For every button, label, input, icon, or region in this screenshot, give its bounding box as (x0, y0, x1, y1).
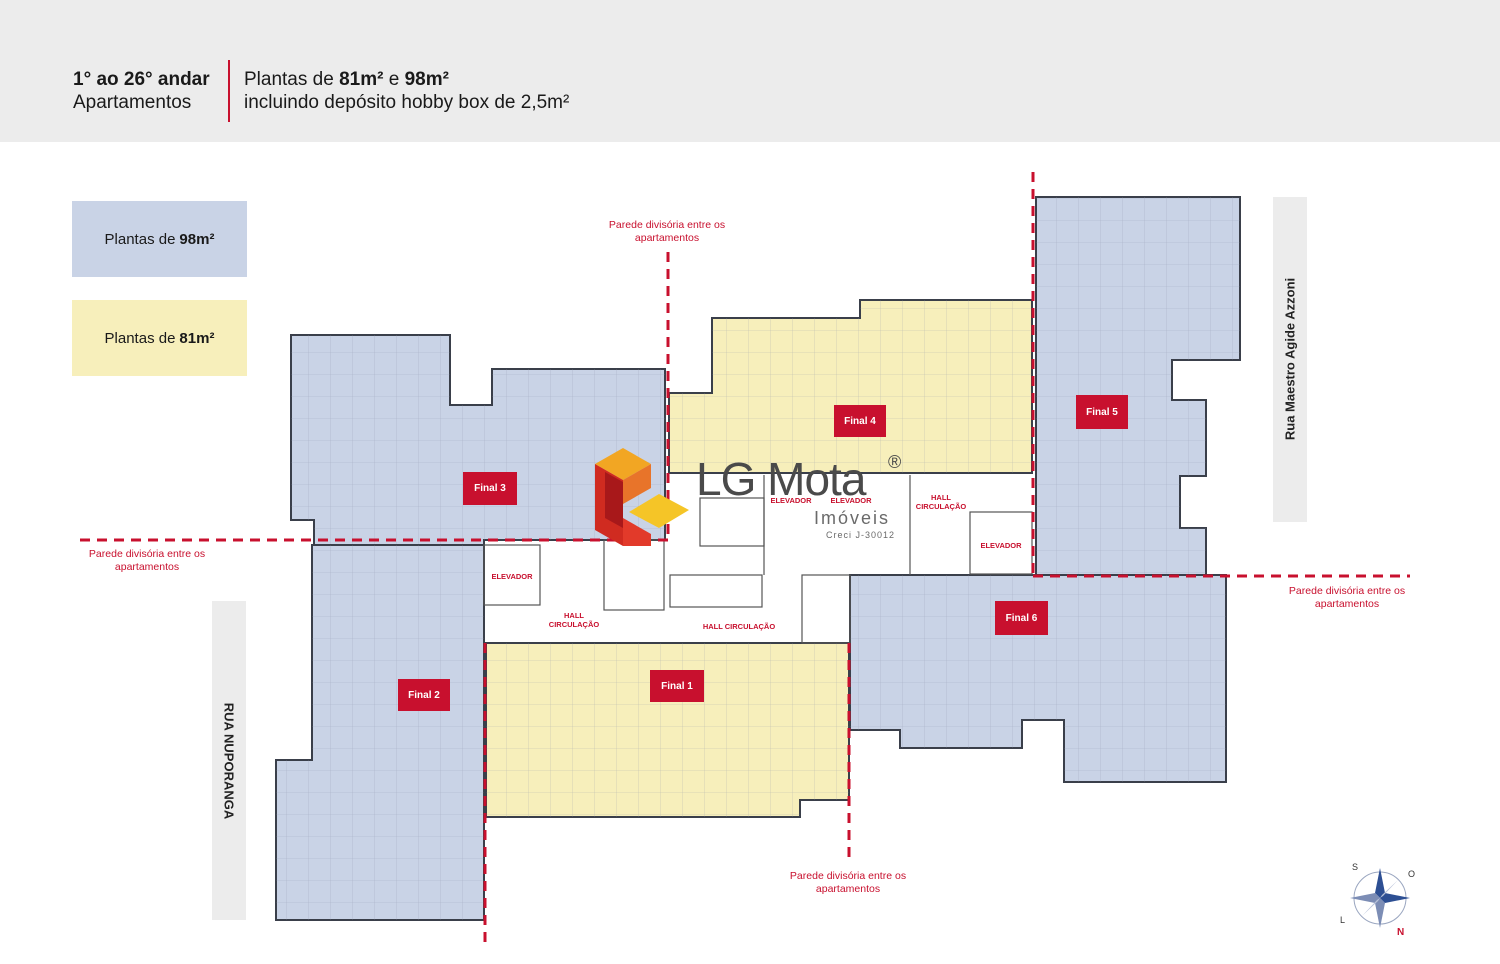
legend-98-size: 98m² (179, 230, 215, 248)
plans-info: Plantas de 81m² e 98m² incluindo depósit… (244, 68, 569, 114)
plans-98: 98m² (404, 69, 449, 90)
compass-icon (1350, 868, 1410, 928)
floor-info: 1° ao 26° andar Apartamentos (73, 68, 210, 114)
unit-final-1 (485, 642, 850, 818)
elevador-label-4: ELEVADOR (980, 541, 1022, 550)
elevador-label-3: ELEVADOR (830, 496, 872, 505)
plans-note: incluindo depósito hobby box de 2,5m² (244, 92, 570, 113)
hall-label-1: HALL CIRCULAÇÃO (548, 611, 600, 629)
logo-name: LG Mota (696, 453, 866, 505)
divider-note-bottom: Parede divisória entre os apartamentos (789, 870, 907, 895)
unit-type: Apartamentos (73, 92, 192, 113)
divider-note-top: Parede divisória entre os apartamentos (608, 219, 726, 244)
legend-81-prefix: Plantas de (104, 329, 176, 347)
unit-final-6 (849, 574, 1227, 783)
legend-98-prefix: Plantas de (104, 230, 176, 248)
tag-final-5: Final 5 (1076, 395, 1128, 429)
plans-and: e (383, 69, 405, 90)
hall-label-2: HALL CIRCULAÇÃO (702, 622, 776, 631)
floor-range: 1° ao 26° andar (73, 69, 210, 90)
unit-final-5 (1035, 196, 1241, 576)
logo-subtitle: Imóveis (814, 508, 891, 528)
unit-final-3 (290, 334, 666, 546)
compass-s: S (1352, 862, 1359, 872)
logo-creci: Creci J-30012 (826, 530, 896, 540)
header-divider (228, 60, 230, 122)
tag-final-6: Final 6 (995, 601, 1048, 635)
tag-final-2: Final 2 (398, 679, 450, 711)
unit-final-4 (668, 299, 1033, 474)
tag-final-4: Final 4 (834, 405, 886, 437)
tag-final-1: Final 1 (650, 670, 704, 702)
plans-prefix: Plantas de (244, 69, 340, 90)
street-right-band: Rua Maestro Agide Azzoni (1273, 197, 1307, 522)
logo-mark-icon (595, 448, 689, 546)
compass-l: L (1340, 915, 1346, 925)
logo-registered: ® (888, 452, 902, 472)
legend-81-size: 81m² (179, 329, 215, 347)
compass-n: N (1397, 927, 1405, 938)
unit-final-2 (275, 544, 485, 921)
divider-note-left: Parede divisória entre os apartamentos (88, 548, 206, 573)
elevador-label-2: ELEVADOR (770, 496, 812, 505)
divider-note-right: Parede divisória entre os apartamentos (1288, 585, 1406, 610)
plans-81: 81m² (339, 69, 384, 90)
compass-o: O (1408, 869, 1416, 879)
hall-label-3: HALL CIRCULAÇÃO (915, 493, 967, 511)
elevador-label-1: ELEVADOR (491, 572, 533, 581)
street-left-band: RUA NUPORANGA (212, 601, 246, 920)
page-header (0, 0, 1500, 142)
divider-lines (80, 172, 1410, 945)
tag-final-3: Final 3 (463, 472, 517, 505)
